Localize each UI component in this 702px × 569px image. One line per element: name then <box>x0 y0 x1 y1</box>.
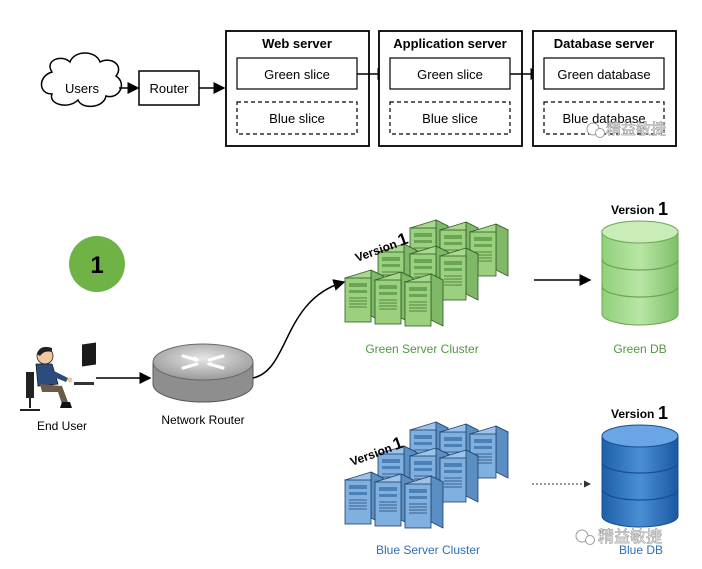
watermark-logo-top: 精益敏捷 <box>586 120 666 138</box>
router-box: Router <box>138 70 200 106</box>
step-number: 1 <box>90 252 103 279</box>
blue-server-cluster <box>344 421 509 529</box>
network-router-icon <box>152 343 254 403</box>
blue-cluster-label: Blue Server Cluster <box>376 543 480 557</box>
db-green-database: Green database <box>557 67 650 82</box>
network-router-label: Network Router <box>161 413 244 427</box>
end-user-label: End User <box>37 419 87 433</box>
users-cloud: Users <box>40 52 123 108</box>
blue-db-icon <box>601 424 679 528</box>
app-server-title: Application server <box>393 36 506 51</box>
blue-db-version-word: Version <box>611 407 654 421</box>
green-db-icon <box>601 220 679 326</box>
watermark-text-bottom: 精益敏捷 <box>598 527 662 546</box>
web-server-title: Web server <box>262 36 332 51</box>
router-green-arrow <box>252 279 346 379</box>
blue-db-version-num: 1 <box>658 403 668 423</box>
watermark-text-top: 精益敏捷 <box>606 120 666 138</box>
web-server-box: Web server Green slice Blue slice <box>225 30 370 147</box>
green-db-version-num: 1 <box>658 199 668 219</box>
green-db-version: Version 1 <box>611 199 668 219</box>
router-label: Router <box>149 81 189 96</box>
step-badge: 1 <box>69 236 125 292</box>
blue-db-version: Version 1 <box>611 403 668 423</box>
green-db-version-word: Version <box>611 203 654 217</box>
users-label: Users <box>65 81 99 96</box>
green-cluster-label: Green Server Cluster <box>365 342 478 356</box>
web-blue-slice: Blue slice <box>269 111 325 126</box>
end-user-icon <box>20 342 96 411</box>
app-server-box: Application server Green slice Blue slic… <box>378 30 523 147</box>
app-green-slice: Green slice <box>417 67 483 82</box>
green-db-label: Green DB <box>613 342 666 356</box>
blue-db-label: Blue DB <box>619 543 663 557</box>
watermark-logo-bottom: 精益敏捷 <box>575 527 662 546</box>
web-green-slice: Green slice <box>264 67 330 82</box>
db-server-box: Database server Green database Blue data… <box>532 30 677 147</box>
green-server-cluster <box>344 219 509 327</box>
app-blue-slice: Blue slice <box>422 111 478 126</box>
db-server-title: Database server <box>554 36 654 51</box>
db-blue-database: Blue database <box>562 111 645 126</box>
